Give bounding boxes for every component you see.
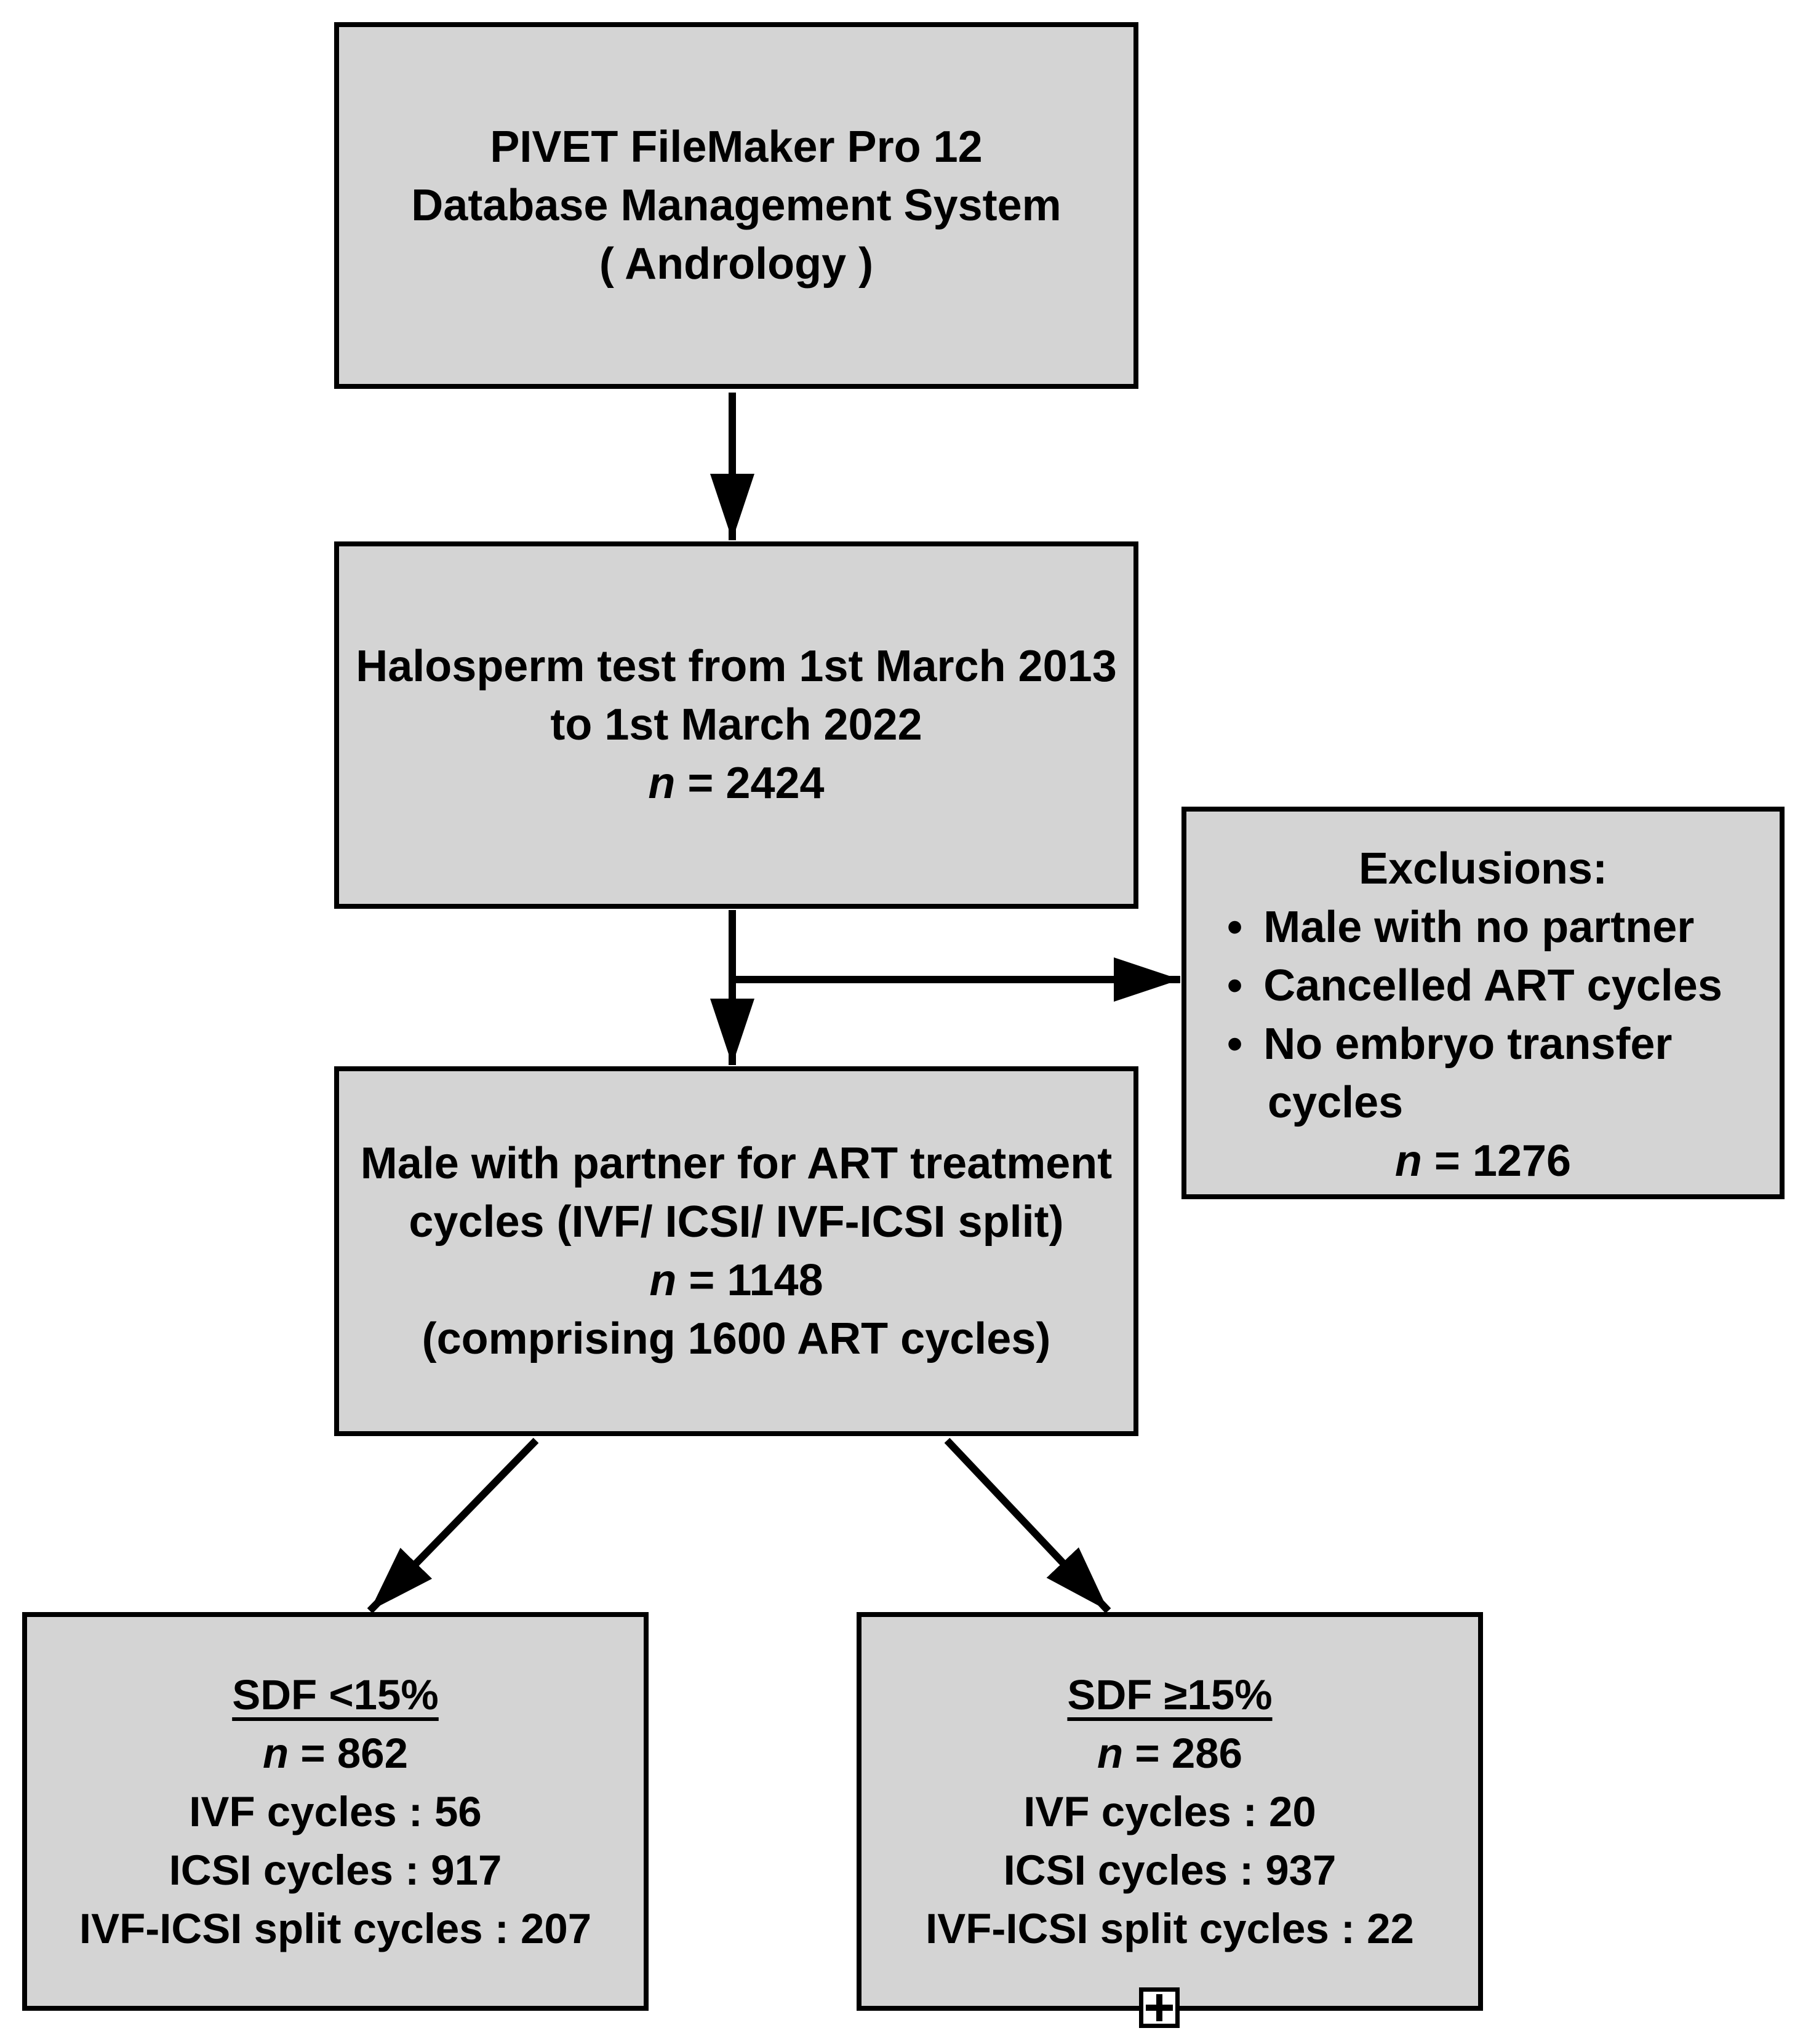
- plus-glyph: [1146, 1994, 1173, 2021]
- exclusion-item-label: No embryo transfer cycles: [1263, 1020, 1673, 1127]
- n-value: = 1276: [1421, 1136, 1572, 1186]
- bullet-icon: •: [1227, 903, 1243, 952]
- exclusion-item-label: Cancelled ART cycles: [1263, 961, 1722, 1010]
- sdf-high-icsi-cycles: ICSI cycles : 937: [1003, 1846, 1337, 1894]
- sdf-low-title: SDF <15%: [232, 1671, 439, 1719]
- halosperm-line-1: Halosperm test from 1st March 2013: [356, 642, 1117, 691]
- art-n-count: n = 1148: [649, 1252, 823, 1310]
- art-line-4: (comprising 1600 ART cycles): [422, 1314, 1051, 1363]
- sdf-high-ivf-cycles: IVF cycles : 20: [1023, 1787, 1316, 1835]
- exclusions-title: Exclusions:: [1358, 844, 1608, 893]
- arrow-art-to-sdf-low: [367, 1437, 539, 1614]
- n-symbol: n: [649, 1255, 677, 1305]
- box-sdf-high-group: SDF ≥15% n = 286 IVF cycles : 20 ICSI cy…: [857, 1612, 1483, 2011]
- bullet-icon: •: [1227, 961, 1243, 1010]
- n-symbol: n: [1394, 1136, 1422, 1186]
- art-line-2: cycles (IVF/ ICSI/ IVF-ICSI split): [409, 1197, 1064, 1247]
- sdf-low-n-count: n = 862: [263, 1724, 408, 1783]
- box-exclusions: Exclusions: • Male with no partner • Cance…: [1181, 807, 1785, 1199]
- art-line-1: Male with partner for ART treatment: [360, 1138, 1113, 1188]
- box-database-source: PIVET FileMaker Pro 12 Database Manageme…: [334, 22, 1138, 389]
- n-value: = 2424: [675, 759, 825, 808]
- halosperm-line-2: to 1st March 2022: [550, 700, 922, 749]
- sdf-high-n-count: n = 286: [1097, 1724, 1242, 1783]
- box-art-treatment: Male with partner for ART treatment cycl…: [334, 1066, 1138, 1436]
- bullet-icon: •: [1227, 1020, 1243, 1069]
- exclusion-item-label: Male with no partner: [1263, 903, 1695, 952]
- exclusion-item: • Male with no partner: [1209, 898, 1757, 957]
- exclusion-item: • No embryo transfer cycles: [1209, 1015, 1757, 1132]
- sdf-high-split-cycles: IVF-ICSI split cycles : 22: [925, 1904, 1414, 1952]
- n-value: = 862: [289, 1729, 408, 1777]
- n-value: = 286: [1123, 1729, 1242, 1777]
- box-halosperm-test: Halosperm test from 1st March 2013 to 1s…: [334, 541, 1138, 909]
- halosperm-n-count: n = 2424: [648, 754, 824, 813]
- database-line-3: ( Andrology ): [599, 239, 874, 289]
- exclusion-item: • Cancelled ART cycles: [1209, 957, 1757, 1015]
- database-line-1: PIVET FileMaker Pro 12: [490, 122, 983, 172]
- database-line-2: Database Management System: [411, 180, 1061, 230]
- n-value: = 1148: [676, 1255, 823, 1305]
- arrow-art-to-sdf-high: [944, 1437, 1111, 1614]
- n-symbol: n: [263, 1729, 289, 1777]
- box-sdf-low-group: SDF <15% n = 862 IVF cycles : 56 ICSI cy…: [22, 1612, 649, 2011]
- expand-icon[interactable]: [1139, 1987, 1180, 2028]
- sdf-high-title: SDF ≥15%: [1067, 1671, 1273, 1719]
- exclusions-n-count: n = 1276: [1209, 1132, 1757, 1191]
- n-symbol: n: [648, 759, 676, 808]
- sdf-low-split-cycles: IVF-ICSI split cycles : 207: [79, 1904, 592, 1952]
- n-symbol: n: [1097, 1729, 1124, 1777]
- sdf-low-icsi-cycles: ICSI cycles : 917: [169, 1846, 502, 1894]
- sdf-low-ivf-cycles: IVF cycles : 56: [189, 1787, 482, 1835]
